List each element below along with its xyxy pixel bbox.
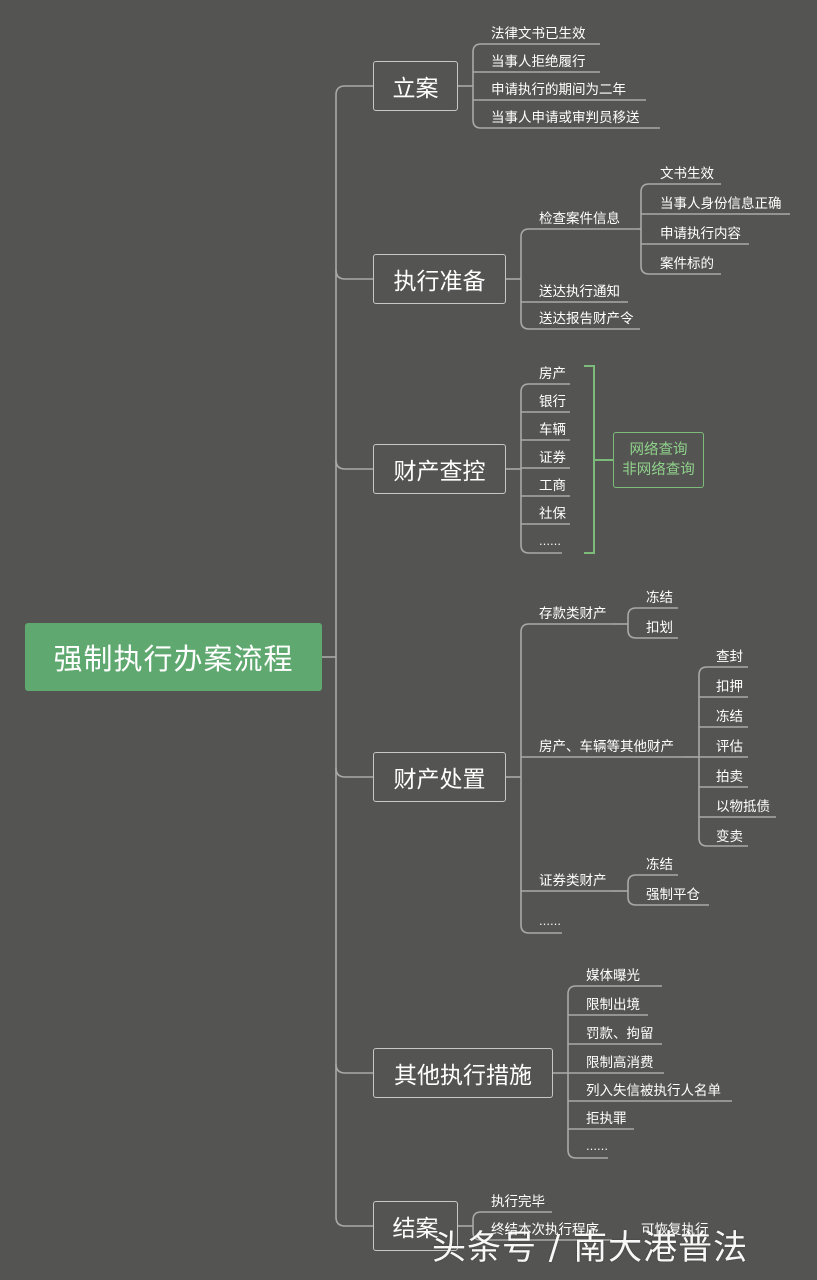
leaf-securities-2: 强制平仓: [646, 887, 700, 903]
leaf-control-3: 车辆: [539, 422, 566, 438]
leaf-control-5: 工商: [539, 478, 566, 494]
leaf-other-5: 列入失信被执行人名单: [586, 1083, 721, 1099]
leaf-property-4: 评估: [716, 739, 743, 755]
branch-close: 结案: [373, 1201, 458, 1251]
leaf-check-3: 申请执行内容: [660, 226, 741, 242]
root-node: 强制执行办案流程: [25, 623, 322, 691]
leaf-deposit-2: 扣划: [646, 620, 673, 636]
branch-other-measures: 其他执行措施: [373, 1048, 553, 1098]
note-line-2: 非网络查询: [622, 462, 695, 478]
leaf-other-4: 限制高消费: [586, 1055, 654, 1071]
leaf-check-2: 当事人身份信息正确: [660, 196, 782, 212]
leaf-prep-notice: 送达执行通知: [539, 284, 620, 300]
leaf-property-1: 查封: [716, 649, 743, 665]
sub-securities: 证券类财产: [539, 873, 607, 889]
leaf-close-2: 终结本次执行程序: [491, 1222, 599, 1238]
leaf-check-1: 文书生效: [660, 166, 714, 182]
leaf-filing-4: 当事人申请或审判员移送: [491, 110, 640, 126]
leaf-control-1: 房产: [539, 366, 566, 382]
leaf-control-more: ……: [539, 535, 561, 548]
branch-control: 财产查控: [373, 444, 506, 494]
branch-prep: 执行准备: [373, 254, 506, 304]
watermark: 头条号 / 南大港普法: [432, 1228, 749, 1268]
leaf-filing-3: 申请执行的期间为二年: [491, 82, 626, 98]
leaf-prep-report: 送达报告财产令: [539, 311, 634, 327]
leaf-other-1: 媒体曝光: [586, 968, 640, 984]
sub-other-property: 房产、车辆等其他财产: [539, 739, 674, 755]
sub-deposit: 存款类财产: [539, 606, 607, 622]
query-note: 网络查询 非网络查询: [613, 432, 704, 488]
leaf-deposit-1: 冻结: [646, 590, 673, 606]
sub-check-info: 检查案件信息: [539, 211, 620, 227]
leaf-other-more: ……: [586, 1140, 608, 1153]
leaf-control-6: 社保: [539, 506, 566, 522]
leaf-close-3: 可恢复执行: [641, 1222, 709, 1238]
leaf-property-6: 以物抵债: [716, 799, 770, 815]
leaf-control-4: 证券: [539, 450, 566, 466]
leaf-control-2: 银行: [539, 394, 566, 410]
leaf-filing-1: 法律文书已生效: [491, 26, 586, 42]
leaf-check-4: 案件标的: [660, 256, 714, 272]
leaf-close-1: 执行完毕: [491, 1194, 545, 1210]
leaf-property-5: 拍卖: [716, 769, 743, 785]
note-line-1: 网络查询: [629, 442, 688, 458]
leaf-securities-1: 冻结: [646, 857, 673, 873]
leaf-property-7: 变卖: [716, 829, 743, 845]
leaf-other-2: 限制出境: [586, 997, 640, 1013]
branch-disposal: 财产处置: [373, 752, 506, 802]
leaf-other-6: 拒执罪: [586, 1111, 627, 1127]
branch-filing: 立案: [373, 61, 458, 111]
leaf-other-3: 罚款、拘留: [586, 1026, 654, 1042]
leaf-property-2: 扣押: [716, 679, 743, 695]
leaf-filing-2: 当事人拒绝履行: [491, 54, 586, 70]
leaf-disposal-more: ……: [539, 915, 561, 928]
leaf-property-3: 冻结: [716, 709, 743, 725]
